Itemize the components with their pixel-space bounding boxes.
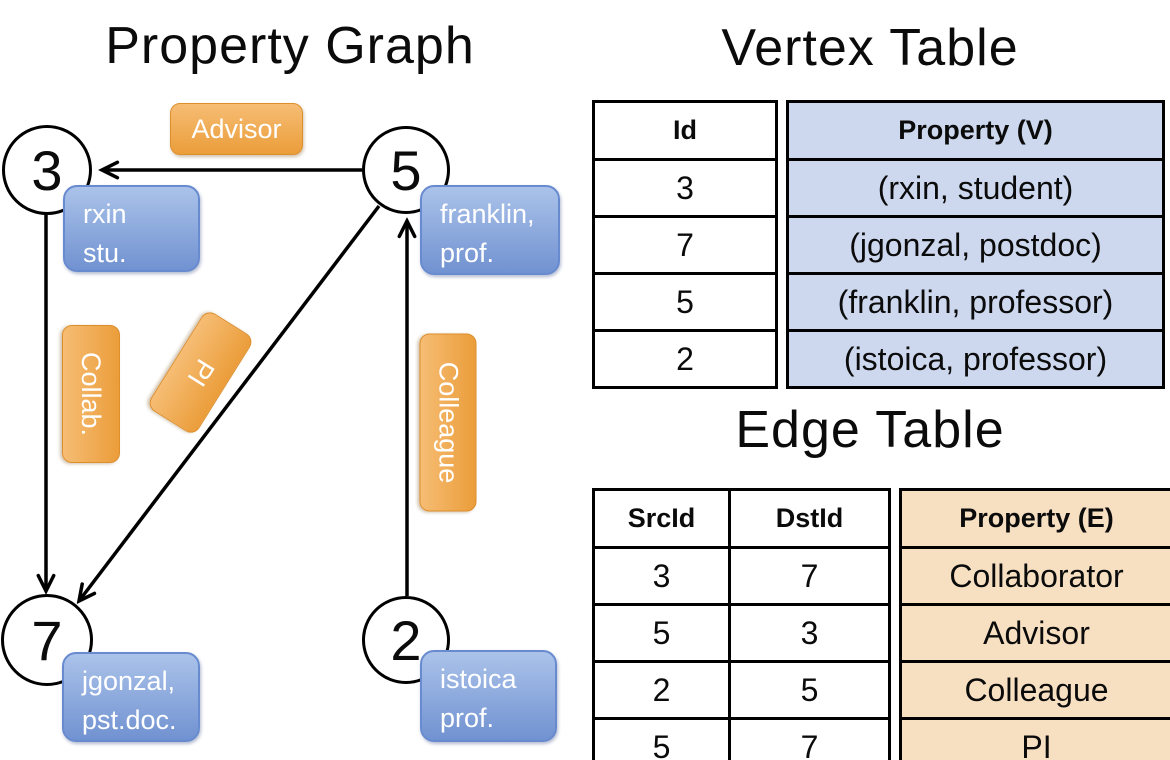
table-row: (istoica, professor) <box>786 329 1165 389</box>
vertex-table-header-property: Property (V) <box>786 100 1165 161</box>
edge-table-property-column: Property (E) Collaborator Advisor Collea… <box>899 488 1170 760</box>
edge-table-title: Edge Table <box>735 401 1005 459</box>
vertex-label-istoica-line2: prof. <box>440 703 495 734</box>
vertex-label-franklin-line2: prof. <box>440 238 495 269</box>
edge-dst-cell: 7 <box>728 546 891 606</box>
vertex-table-id-column: Id 3 7 5 2 <box>592 100 778 389</box>
vertex-label-jgonzal: jgonzal, pst.doc. <box>62 652 200 742</box>
edge-label-collab: Collab. <box>62 325 120 463</box>
vertex-label-rxin-line2: stu. <box>83 238 127 269</box>
edge-dst-cell: 3 <box>728 603 891 663</box>
node-2-id: 2 <box>390 608 422 672</box>
vertex-table-property-column: Property (V) (rxin, student) (jgonzal, p… <box>786 100 1165 389</box>
edge-table-id-columns: SrcId DstId 3 7 5 3 2 5 5 7 <box>592 488 891 760</box>
edge-dst-cell: 5 <box>728 660 891 720</box>
table-row: (franklin, professor) <box>786 272 1165 332</box>
edge-property-cell: PI <box>899 717 1170 760</box>
property-graph-title: Property Graph <box>105 17 475 75</box>
edge-src-cell: 5 <box>592 717 731 760</box>
table-row: 5 <box>592 272 778 332</box>
vertex-id-cell: 2 <box>592 329 778 389</box>
edge-src-cell: 2 <box>592 660 731 720</box>
edge-label-colleague: Colleague <box>419 333 477 512</box>
table-row: 5 3 <box>592 603 891 663</box>
graph-node-2: 2 <box>362 596 450 684</box>
vertex-property-cell: (jgonzal, postdoc) <box>786 215 1165 275</box>
edge-table-header-srcid: SrcId <box>592 488 731 549</box>
table-row: (rxin, student) <box>786 158 1165 218</box>
table-row: Advisor <box>899 603 1170 663</box>
edge-table-header-dstid: DstId <box>728 488 891 549</box>
vertex-table: Id 3 7 5 2 Property (V) (rxin, student) … <box>592 100 1165 389</box>
table-row: 7 <box>592 215 778 275</box>
vertex-table-title: Vertex Table <box>721 19 1019 77</box>
vertex-label-franklin: franklin, prof. <box>420 185 560 275</box>
table-row: 3 7 <box>592 546 891 606</box>
vertex-label-rxin: rxin stu. <box>63 185 200 272</box>
edge-table-header-property: Property (E) <box>899 488 1170 549</box>
node-3-id: 3 <box>31 138 63 202</box>
table-row: Colleague <box>899 660 1170 720</box>
vertex-label-jgonzal-line1: jgonzal, <box>82 666 176 696</box>
edge-table: SrcId DstId 3 7 5 3 2 5 5 7 Property (E)… <box>592 488 1170 760</box>
table-row: Collaborator <box>899 546 1170 606</box>
vertex-label-rxin-line1: rxin <box>83 199 127 229</box>
node-5-id: 5 <box>390 138 422 202</box>
vertex-label-istoica: istoica prof. <box>420 650 557 742</box>
vertex-id-cell: 7 <box>592 215 778 275</box>
vertex-id-cell: 5 <box>592 272 778 332</box>
edge-src-cell: 3 <box>592 546 731 606</box>
table-row: 2 <box>592 329 778 389</box>
edge-property-cell: Collaborator <box>899 546 1170 606</box>
vertex-id-cell: 3 <box>592 158 778 218</box>
edge-dst-cell: 7 <box>728 717 891 760</box>
edge-src-cell: 5 <box>592 603 731 663</box>
vertex-label-jgonzal-line2: pst.doc. <box>82 705 177 736</box>
vertex-table-header-id: Id <box>592 100 778 161</box>
edge-label-advisor: Advisor <box>170 103 303 155</box>
vertex-property-cell: (istoica, professor) <box>786 329 1165 389</box>
node-7-id: 7 <box>31 608 63 672</box>
table-row: PI <box>899 717 1170 760</box>
vertex-property-cell: (franklin, professor) <box>786 272 1165 332</box>
table-row: 5 7 <box>592 717 891 760</box>
table-row: 2 5 <box>592 660 891 720</box>
edge-arrow-pi-5-to-7 <box>79 204 381 601</box>
table-row: 3 <box>592 158 778 218</box>
edge-property-cell: Colleague <box>899 660 1170 720</box>
vertex-label-franklin-line1: franklin, <box>440 199 535 229</box>
graph-node-5: 5 <box>362 126 450 214</box>
vertex-label-istoica-line1: istoica <box>440 664 517 694</box>
vertex-property-cell: (rxin, student) <box>786 158 1165 218</box>
graph-edges-canvas <box>0 0 590 760</box>
table-row: (jgonzal, postdoc) <box>786 215 1165 275</box>
edge-property-cell: Advisor <box>899 603 1170 663</box>
